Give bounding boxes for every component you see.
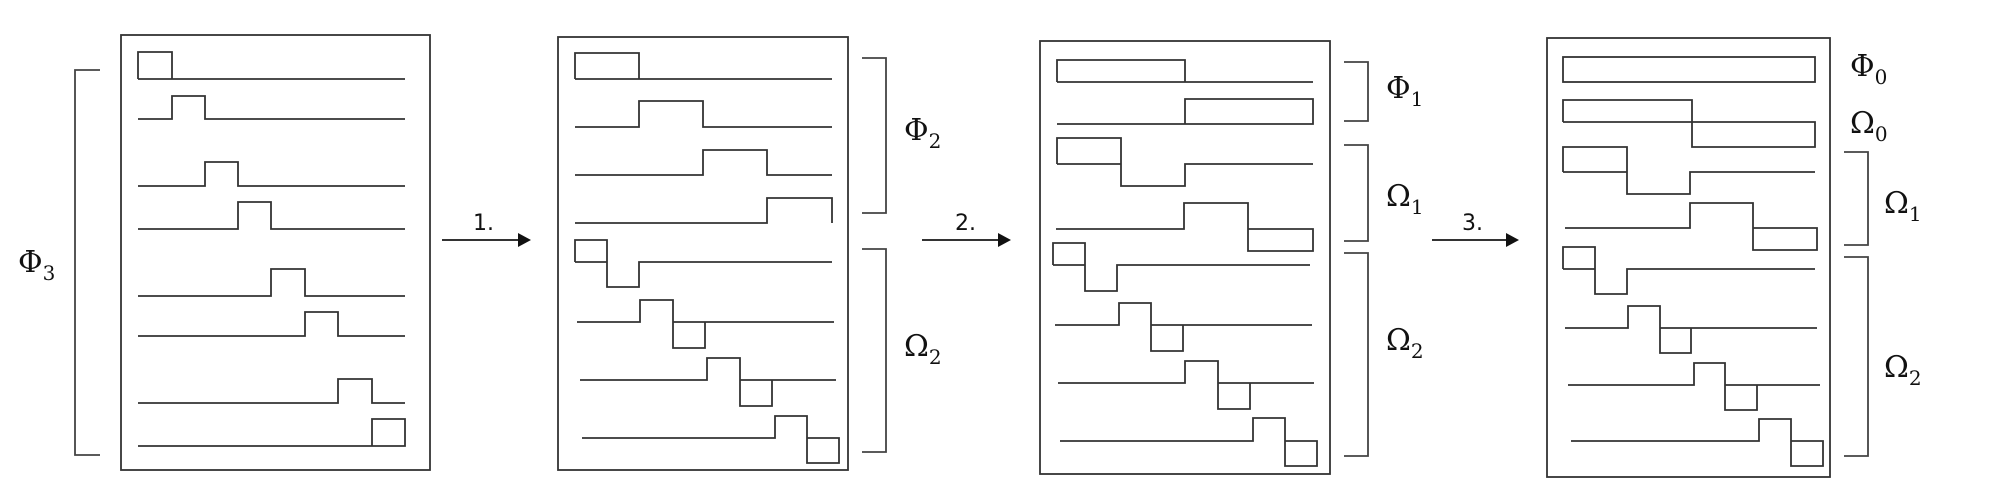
omega2-bracket [1844, 256, 1869, 457]
omega2-function [1562, 246, 1815, 295]
panel-3-frame [1039, 40, 1331, 475]
phi2-bracket [862, 57, 887, 214]
omega1-bracket [1344, 144, 1369, 242]
panel-2: Φ2 Ω2 [557, 36, 942, 471]
omega2-bracket [862, 248, 887, 453]
omega2-bracket [1344, 252, 1369, 457]
phi0-function [1562, 56, 1816, 83]
panel-4-frame [1546, 37, 1831, 478]
panel-1: Φ3 [18, 34, 431, 471]
omega0-function [1562, 99, 1816, 148]
step-2-arrow: 2. [922, 211, 1011, 247]
omega1-bracket [1844, 151, 1869, 246]
omega2-function [577, 299, 834, 349]
omega2-functions [1052, 242, 1318, 467]
omega1-label: Ω1 [1386, 179, 1424, 219]
phi2-function [575, 149, 832, 176]
omega1-functions [1056, 137, 1314, 252]
omega2-function [1565, 305, 1817, 354]
omega2-function [1568, 362, 1820, 411]
phi3-function [138, 311, 405, 337]
phi1-label: Φ1 [1386, 71, 1423, 111]
panel-4: Φ0 Ω0 Ω1 Ω2 [1546, 37, 1922, 478]
phi3-function [137, 51, 405, 80]
omega1-function [1565, 202, 1818, 251]
phi2-function [575, 197, 833, 224]
omega1-label: Ω1 [1884, 186, 1922, 226]
omega2-function [580, 357, 836, 407]
phi0-label: Φ0 [1850, 49, 1887, 89]
phi1-function [1056, 59, 1313, 83]
arrow-head-icon [1506, 233, 1519, 247]
step-3-arrow: 3. [1432, 211, 1519, 247]
phi3-function [138, 201, 405, 230]
omega0-label: Ω0 [1850, 106, 1888, 146]
phi3-function [138, 95, 405, 120]
omega2-label: Ω2 [1386, 323, 1424, 363]
arrow-head-icon [998, 233, 1011, 247]
step-2-label: 2. [955, 211, 976, 236]
omega1-function [1056, 137, 1313, 187]
omega2-function [1058, 360, 1314, 410]
omega2-function [1055, 302, 1312, 352]
phi3-function [138, 268, 405, 297]
omega2-functions [1562, 246, 1824, 467]
omega1-function [1562, 146, 1815, 195]
omega2-function [1571, 418, 1824, 467]
omega2-functions [574, 239, 840, 464]
phi3-function [138, 418, 406, 447]
panel-3: Φ1 Ω1 Ω2 [1039, 40, 1424, 475]
phi3-functions [137, 51, 406, 447]
omega2-function [1060, 417, 1318, 467]
omega2-function [574, 239, 832, 288]
omega2-function [582, 415, 840, 464]
omega2-label: Ω2 [1884, 350, 1922, 390]
phi0-functions [1562, 56, 1816, 83]
phi3-bracket [74, 69, 100, 456]
phi1-functions [1056, 59, 1314, 125]
omega2-label: Ω2 [904, 329, 942, 369]
panel-1-frame [120, 34, 431, 471]
phi3-function [138, 378, 405, 404]
phi3-label: Φ3 [18, 245, 55, 285]
panel-2-frame [557, 36, 849, 471]
step-1-arrow: 1. [442, 211, 531, 247]
phi2-function [574, 52, 832, 80]
arrow-head-icon [518, 233, 531, 247]
omega2-function [1052, 242, 1310, 292]
step-1-label: 1. [473, 211, 494, 236]
phi1-bracket [1344, 61, 1369, 122]
phi2-function [575, 100, 832, 128]
omega1-functions [1562, 146, 1818, 251]
omega1-function [1056, 202, 1314, 252]
phi2-label: Φ2 [904, 113, 941, 153]
phi1-function [1057, 98, 1314, 125]
phi2-functions [574, 52, 833, 224]
omega0-functions [1562, 99, 1816, 148]
step-3-label: 3. [1462, 211, 1483, 236]
phi3-function [138, 161, 405, 187]
